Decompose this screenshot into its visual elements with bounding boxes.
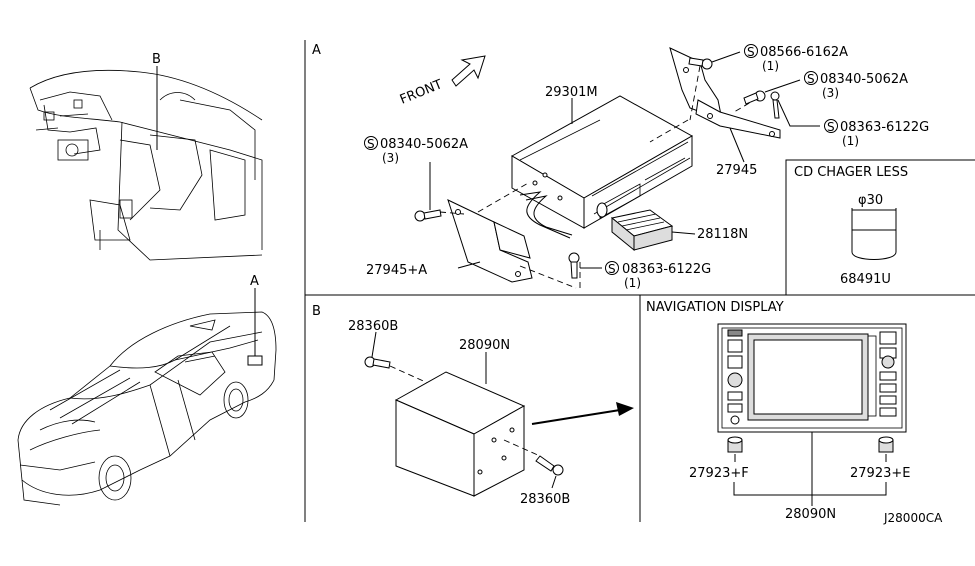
front-label: FRONT	[398, 77, 445, 108]
nav-title: NAVIGATION DISPLAY	[646, 300, 784, 315]
screw-bottom-label-b: 28360B	[520, 492, 570, 507]
unit-28090n	[394, 371, 526, 497]
svg-text:S: S	[827, 120, 835, 134]
screw-top-label: 28360B	[348, 319, 398, 334]
section-dividers	[304, 40, 975, 522]
bracket-27945a	[447, 199, 533, 283]
car-illustration: A	[17, 274, 277, 506]
screw-right-qty: (1)	[842, 134, 859, 148]
bolt-left-label: 08340-5062A	[380, 137, 468, 152]
screw-right-label: 08363-6122G	[840, 120, 929, 135]
cd-less-part-label: 68491U	[840, 272, 891, 287]
s-mark-bolt-right: S	[804, 71, 818, 86]
s-mark-screw-right: S	[824, 119, 838, 134]
svg-text:S: S	[747, 45, 755, 59]
navigation-display-unit	[717, 323, 907, 433]
diameter-label: φ30	[858, 193, 883, 208]
arrow-right-icon	[531, 402, 634, 425]
s-mark-bolt-top: S	[744, 44, 758, 59]
callout-b-label: B	[152, 52, 161, 67]
diagram-code: J28000CA	[883, 511, 943, 525]
connector-28118n	[610, 209, 674, 252]
svg-text:S: S	[608, 262, 616, 276]
screw-bottom-icon	[568, 252, 580, 279]
cd-less-title: CD CHAGER LESS	[794, 165, 908, 180]
screw-bottom-qty: (1)	[624, 276, 641, 290]
bracket-left-label: 27945+A	[366, 263, 427, 278]
bracket-27945	[669, 47, 781, 139]
bolt-left-icon	[414, 209, 442, 222]
s-mark-screw-bottom: S	[605, 261, 619, 276]
screw-bottom-label: 08363-6122G	[622, 262, 711, 277]
unit-label: 28090N	[459, 338, 510, 353]
front-arrow: FRONT	[398, 55, 486, 108]
s-mark-bolt-left: S	[364, 136, 378, 151]
screw-28360b-bottom-icon	[535, 455, 564, 476]
dashboard-illustration: B	[29, 52, 263, 261]
bolt-right-qty: (3)	[822, 86, 839, 100]
cap-68491u	[851, 208, 897, 260]
bolt-top-label: 08566-6162A	[760, 45, 848, 60]
screw-right-icon	[770, 91, 780, 119]
bolt-top-icon	[688, 57, 713, 70]
knob-left-label: 27923+F	[689, 466, 749, 481]
display-label: 28090N	[785, 507, 836, 522]
screw-28360b-top-icon	[364, 356, 391, 369]
connector-label: 28118N	[697, 227, 748, 242]
callout-a-label: A	[250, 274, 259, 289]
knob-left-icon	[727, 436, 743, 453]
svg-text:S: S	[807, 72, 815, 86]
svg-text:S: S	[367, 137, 375, 151]
bolt-left-qty: (3)	[382, 151, 399, 165]
section-b-label: B	[312, 304, 321, 319]
knob-right-label: 27923+E	[850, 466, 910, 481]
bolt-right-icon	[743, 90, 766, 105]
cd-changer-unit	[510, 95, 694, 229]
cd-changer-label: 29301M	[545, 85, 598, 100]
knob-right-icon	[878, 436, 894, 453]
bracket-right-label: 27945	[716, 163, 757, 178]
bolt-top-qty: (1)	[762, 59, 779, 73]
section-a-label: A	[312, 43, 321, 58]
bolt-right-label: 08340-5062A	[820, 72, 908, 87]
